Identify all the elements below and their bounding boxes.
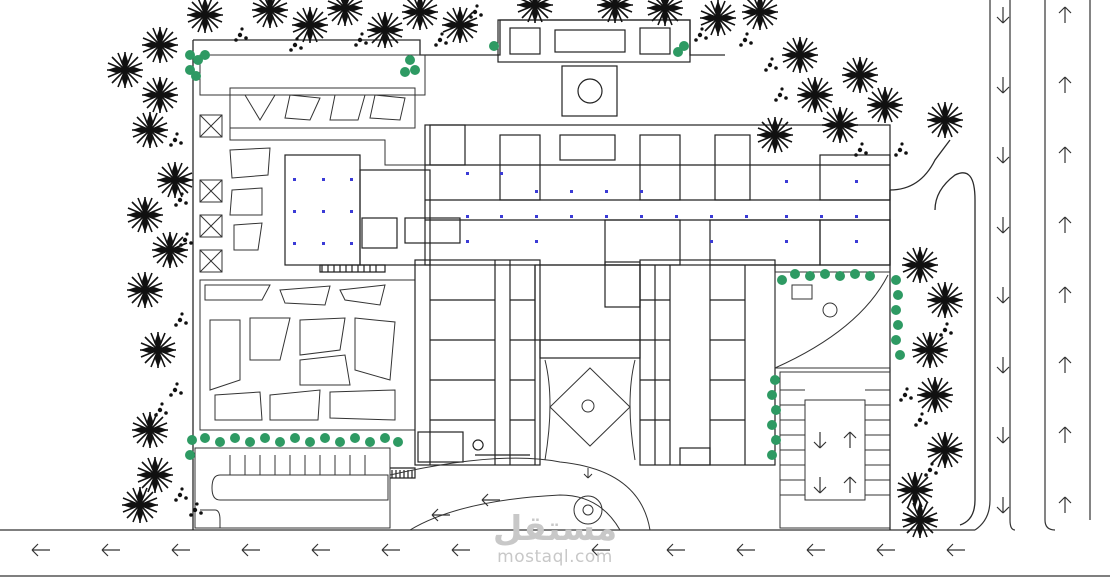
watermark-latin: mostaql.com	[497, 547, 613, 567]
column-grid-marks	[293, 172, 858, 245]
right-garden	[774, 271, 891, 369]
watermark-arabic: مستقل	[493, 509, 617, 549]
small-trees	[154, 4, 953, 517]
shrub-rows	[185, 41, 905, 460]
building-main	[284, 19, 891, 479]
parking-left	[194, 447, 391, 529]
left-garden	[199, 54, 430, 431]
watermark: مستقل mostaql.com	[493, 509, 617, 567]
parking-right	[779, 371, 891, 529]
entrance-plaza	[389, 359, 651, 531]
